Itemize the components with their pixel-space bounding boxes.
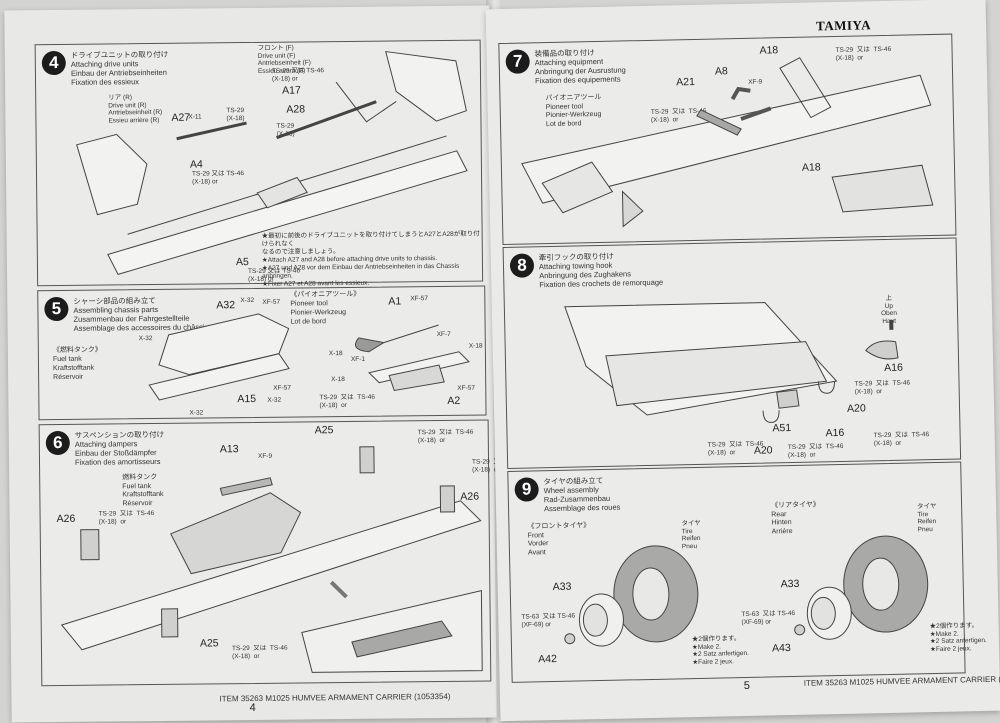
page-number: 4 [249, 701, 256, 715]
towing-hook-illustration [564, 302, 899, 423]
page-number: 5 [743, 679, 751, 693]
drive-unit-chassis-illustration [76, 50, 468, 275]
manual-page-4: 4 ドライブユニットの取り付け Attaching drive units Ei… [4, 5, 528, 723]
manual-page-5: TAMIYA 7 装備品の取り付け Attaching equipment An… [485, 0, 1000, 722]
wheel-assembly-illustration [564, 535, 929, 647]
tamiya-logo: TAMIYA [815, 17, 872, 34]
step-4-panel: 4 ドライブユニットの取り付け Attaching drive units Ei… [34, 39, 484, 288]
step-5-panel: 5 シャーシ部品の組み立て Assembling chassis parts Z… [37, 285, 487, 421]
equipment-chassis-illustration [521, 57, 934, 228]
step-8-panel: 8 牽引フックの取り付け Attaching towing hook Anbri… [502, 237, 962, 469]
dampers-chassis-illustration [60, 446, 483, 673]
fuel-tank-and-tools-illustration [148, 313, 470, 401]
step-9-panel: 9 タイヤの組み立て Wheel assembly Rad-Zusammenba… [507, 461, 987, 683]
step-7-panel: 7 装備品の取り付け Attaching equipment Anbringun… [498, 33, 957, 246]
step-6-panel: 6 サスペンションの取り付け Attaching dampers Einbau … [38, 419, 528, 687]
